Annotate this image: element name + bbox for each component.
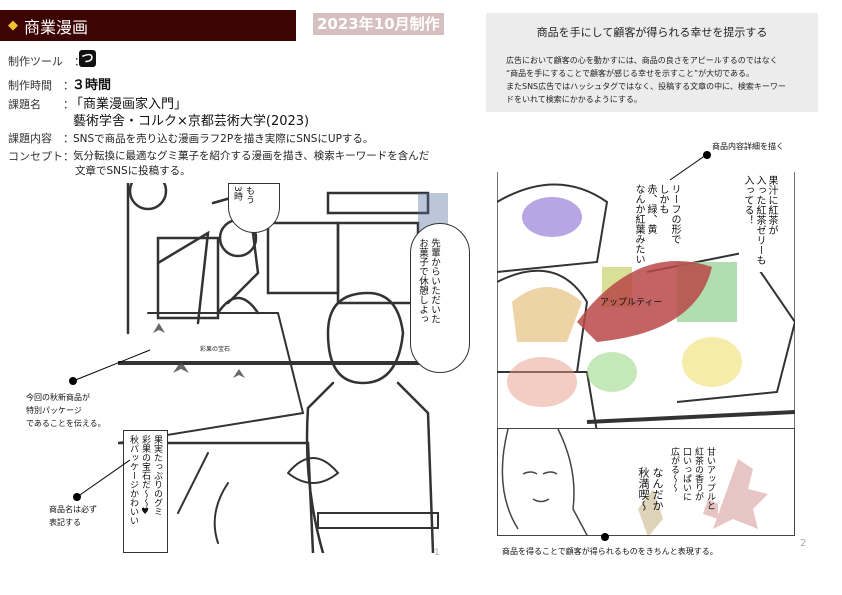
note-detail: 商品内容詳細を描く xyxy=(712,142,784,151)
concept-label: コンセプト： xyxy=(8,150,74,163)
bubble-autumn: なんだか 秋満喫〜 xyxy=(637,467,664,511)
bubble-time: もう 3時 xyxy=(232,186,254,204)
diamond-icon: ◆ xyxy=(8,18,18,33)
info-line: ドをいれて検索にかかるようにする。 xyxy=(506,95,642,104)
annotation-dot xyxy=(73,493,81,501)
section-title-bar: ◆ 商業漫画 xyxy=(0,10,296,41)
tool-label: 制作ツール ： xyxy=(8,55,85,68)
package-label: 彩果の宝石 xyxy=(200,346,231,353)
content-value: SNSで商品を売り込む漫画ラフ2Pを描き実際にSNSにUPする。 xyxy=(73,133,374,145)
note-package: 今回の秋新商品が 特別パッケージ であることを伝える。 xyxy=(26,393,106,428)
page2-sketch xyxy=(497,172,795,432)
manga-page-2-panel-1: リーフの形で しかも 赤、緑、黄 なんか紅葉みたい 果汁に紅茶が 入った紅茶ゼリ… xyxy=(497,172,795,432)
concept-value: 気分転換に最適なグミ菓子を紹介する漫画を描き、検索キーワードを含んだ xyxy=(73,150,430,162)
time-label: 制作時間 ： xyxy=(8,79,74,92)
clip-studio-icon: つ xyxy=(79,50,96,67)
page2-caption: 商品を得ることで顧客が得られるものをきちんと表現する。 xyxy=(502,547,718,556)
bubble-jelly: 果汁に紅茶が 入った紅茶ゼリーも 入ってる！ xyxy=(742,175,777,265)
page-number-1: 1 xyxy=(434,548,440,558)
note-name: 商品名は必ず 表記する xyxy=(49,505,97,527)
section-title: 商業漫画 xyxy=(24,17,89,37)
annotation-dot xyxy=(69,377,77,385)
concept-value-2: 文章でSNSに投稿する。 xyxy=(75,165,191,177)
info-line: 広告において顧客の心を動かすには、商品の良さをアピールするのではなく xyxy=(506,56,778,65)
info-line: “商品を手にすることで顧客が感じる幸せを示すこと”が大切である。 xyxy=(506,69,755,78)
info-title: 商品を手にして顧客が得られる幸せを提示する xyxy=(536,26,768,39)
gummy-label: アップルティー xyxy=(600,298,663,308)
info-line: またSNS広告ではハッシュタグではなく、投稿する文章の中に、検索キーワー xyxy=(506,82,786,91)
bubble-snack: 先輩からいただいた お菓子で休憩しよっ xyxy=(417,238,440,324)
info-body: 広告において顧客の心を動かすには、商品の良さをアピールするのではなく “商品を手… xyxy=(506,54,786,106)
manga-page-1: もう 3時 先輩からいただいた お菓子で休憩しよっ 彩果の宝石 果実たっぷりのグ… xyxy=(118,183,470,558)
manga-page-2-panel-2: なんだか 秋満喫〜 甘いアップルと 紅茶の香りが 口いっぱいに 広がる〜〜 xyxy=(497,428,795,536)
info-box: 商品を手にして顧客が得られる幸せを提示する 広告において顧客の心を動かすには、商… xyxy=(486,13,818,112)
date-badge: 2023年10月制作 xyxy=(313,13,444,35)
annotation-dot xyxy=(601,533,609,541)
page-number-2: 2 xyxy=(800,538,807,549)
assignment-value: 「商業漫画家入門」 xyxy=(70,97,188,112)
assignment-school: 藝術学舎・コルク×京都芸術大学(2023) xyxy=(73,114,310,129)
content-label: 課題内容 ： xyxy=(8,132,74,145)
bubble-package: 果実たっぷりのグミ 彩果の宝石だ〜〜♥ 秋パッケージかわいい xyxy=(128,435,162,525)
annotation-dot xyxy=(703,151,711,159)
panel2-sketch xyxy=(501,429,768,535)
bubble-leaf: リーフの形で しかも 赤、緑、黄 なんか紅葉みたい xyxy=(633,184,680,264)
bubble-aroma: 甘いアップルと 紅茶の香りが 口いっぱいに 広がる〜〜 xyxy=(669,447,715,510)
assignment-label: 課題名 ： xyxy=(8,98,74,111)
time-value: ３時間 xyxy=(72,78,112,93)
